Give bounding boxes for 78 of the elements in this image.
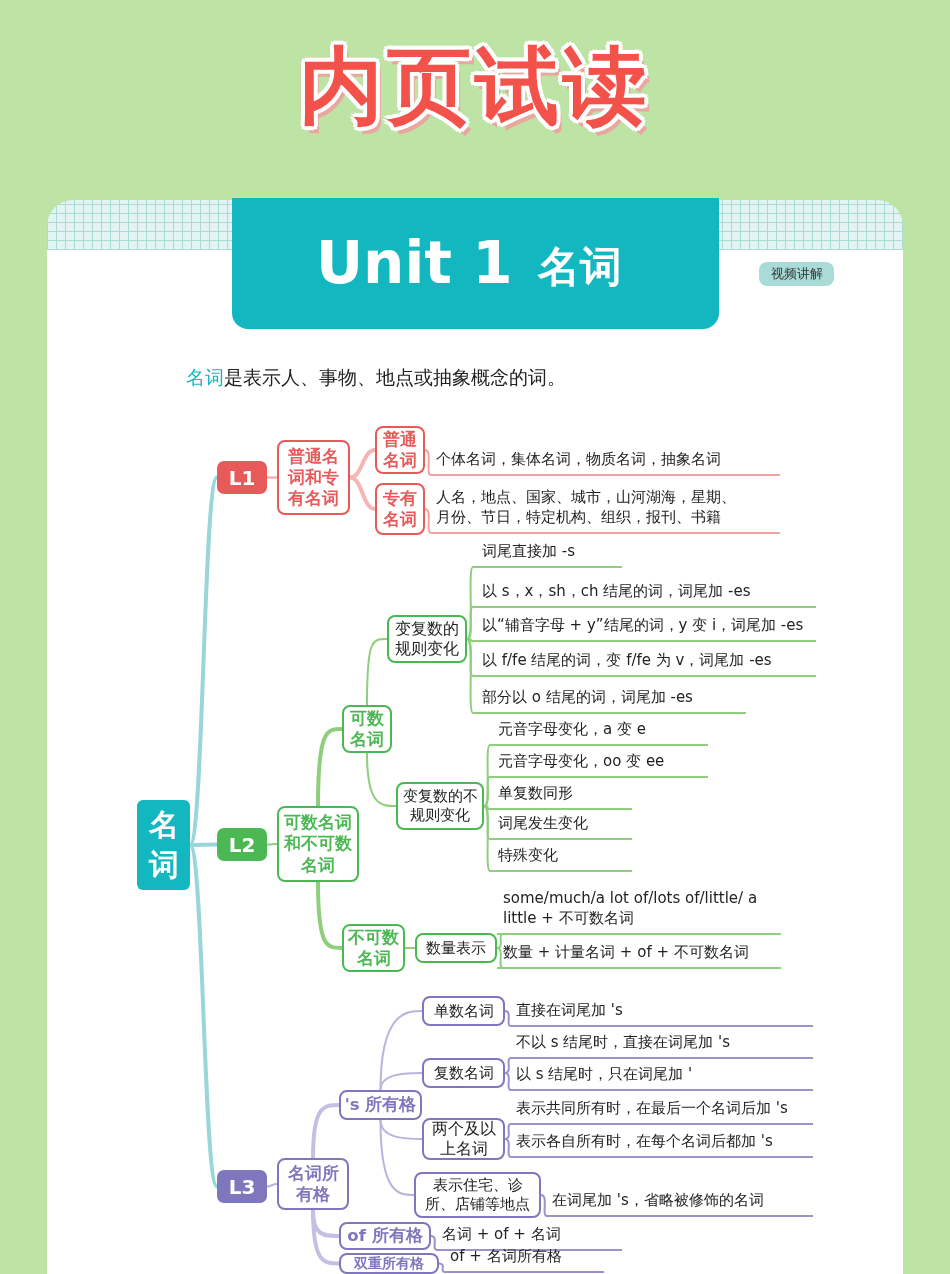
leaf-text: 不以 s 结尾时，直接在词尾加 's bbox=[510, 1032, 813, 1059]
leaf-text: 单复数同形 bbox=[492, 782, 632, 810]
branch-line bbox=[349, 448, 376, 480]
leaf-text: 以 f/fe 结尾的词，变 f/fe 为 v，词尾加 -es bbox=[476, 647, 816, 677]
branch-line bbox=[483, 744, 493, 807]
leaf-text: 词尾直接加 -s bbox=[476, 540, 622, 568]
level-badge: L2 bbox=[217, 828, 267, 861]
branch-box: 's 所有格 bbox=[339, 1090, 422, 1120]
page-title: 内页试读 bbox=[298, 36, 652, 137]
branch-line bbox=[190, 842, 217, 847]
level-badge: L1 bbox=[217, 461, 267, 494]
branch-box: 两个及以上名词 bbox=[422, 1118, 505, 1160]
branch-box: 数量表示 bbox=[415, 933, 497, 963]
branch-box: 专有名词 bbox=[375, 483, 425, 535]
leaf-text: 元音字母变化，oo 变 ee bbox=[492, 750, 708, 778]
branch-box: 不可数名词 bbox=[342, 924, 405, 972]
branch-line bbox=[424, 508, 432, 534]
branch-line bbox=[466, 638, 477, 677]
branch-box: 双重所有格 bbox=[339, 1253, 439, 1274]
leaf-text: 在词尾加 's，省略被修饰的名词 bbox=[546, 1190, 813, 1217]
unit-title: Unit 1 bbox=[316, 232, 513, 296]
video-label: 视频讲解 bbox=[759, 262, 834, 286]
branch-box: 变复数的规则变化 bbox=[387, 615, 467, 663]
topic-box: 名词 bbox=[137, 800, 190, 890]
branch-box: 表示住宅、诊所、店铺等地点 bbox=[414, 1172, 541, 1218]
leaf-text: 元音字母变化，a 变 e bbox=[492, 718, 708, 746]
branch-line bbox=[424, 449, 432, 476]
branch-line bbox=[496, 947, 504, 969]
branch-line bbox=[504, 1010, 512, 1027]
branch-line bbox=[404, 947, 416, 949]
branch-line bbox=[188, 844, 219, 1188]
branch-box: 变复数的不规则变化 bbox=[396, 782, 484, 830]
branch-line bbox=[266, 843, 278, 846]
branch-line bbox=[504, 1072, 512, 1091]
branch-line bbox=[540, 1194, 548, 1217]
branch-box: 可数名词和不可数名词 bbox=[277, 806, 359, 882]
branch-line bbox=[349, 475, 376, 511]
leaf-text: 人名，地点、国家、城市，山河湖海，星期、月份、节日，特定机构、组织，报刊、书籍 bbox=[430, 488, 780, 534]
branch-box: 名词所有格 bbox=[277, 1158, 349, 1210]
branch-line bbox=[504, 1123, 512, 1140]
leaf-text: 部分以 o 结尾的词，词尾加 -es bbox=[476, 684, 746, 714]
branch-line bbox=[266, 1183, 278, 1188]
branch-box: 复数名词 bbox=[422, 1058, 505, 1088]
branch-line bbox=[379, 1119, 415, 1196]
branch-line bbox=[430, 1235, 438, 1251]
leaf-text: 数量 + 计量名词 + of + 不可数名词 bbox=[497, 940, 781, 969]
leaf-text: 表示各自所有时，在每个名词后都加 's bbox=[510, 1131, 813, 1158]
branch-line bbox=[504, 1057, 512, 1074]
branch-line bbox=[483, 805, 493, 840]
branch-line bbox=[483, 805, 493, 872]
branch-line bbox=[366, 638, 388, 706]
leaf-text: 以“辅音字母 + y”结尾的词，y 变 i，词尾加 -es bbox=[476, 612, 816, 642]
leaf-text: 表示共同所有时，在最后一个名词后加 's bbox=[510, 1098, 813, 1125]
branch-line bbox=[366, 752, 397, 807]
branch-box: of 所有格 bbox=[339, 1222, 431, 1250]
leaf-text: some/much/a lot of/lots of/little/ a little + 不可数名词 bbox=[497, 884, 781, 935]
branch-line bbox=[466, 638, 477, 714]
leaf-text: 以 s，x，sh，ch 结尾的词，词尾加 -es bbox=[476, 578, 816, 608]
leaf-text: 特殊变化 bbox=[492, 844, 632, 872]
leaf-text: 以 s 结尾时，只在词尾加 ' bbox=[510, 1064, 813, 1091]
branch-line bbox=[379, 1010, 423, 1091]
branch-line bbox=[266, 476, 278, 479]
branch-line bbox=[504, 1138, 512, 1158]
branch-box: 可数名词 bbox=[342, 705, 392, 753]
branch-line bbox=[466, 606, 477, 640]
branch-line bbox=[188, 476, 219, 846]
intro-sentence: 名词是表示人、事物、地点或抽象概念的词。 bbox=[186, 365, 566, 390]
branch-box: 普通名词 bbox=[375, 426, 425, 474]
leaf-text: 直接在词尾加 's bbox=[510, 1000, 813, 1027]
unit-subtitle: 名词 bbox=[538, 244, 622, 291]
level-badge: L3 bbox=[217, 1170, 267, 1203]
leaf-text: 词尾发生变化 bbox=[492, 812, 632, 840]
leaf-text: 个体名词，集体名词，物质名词，抽象名词 bbox=[430, 448, 780, 476]
branch-line bbox=[496, 933, 504, 949]
branch-box: 单数名词 bbox=[422, 996, 505, 1026]
branch-box: 普通名词和专有名词 bbox=[277, 440, 350, 515]
branch-line bbox=[379, 1072, 423, 1091]
branch-line bbox=[483, 776, 493, 807]
